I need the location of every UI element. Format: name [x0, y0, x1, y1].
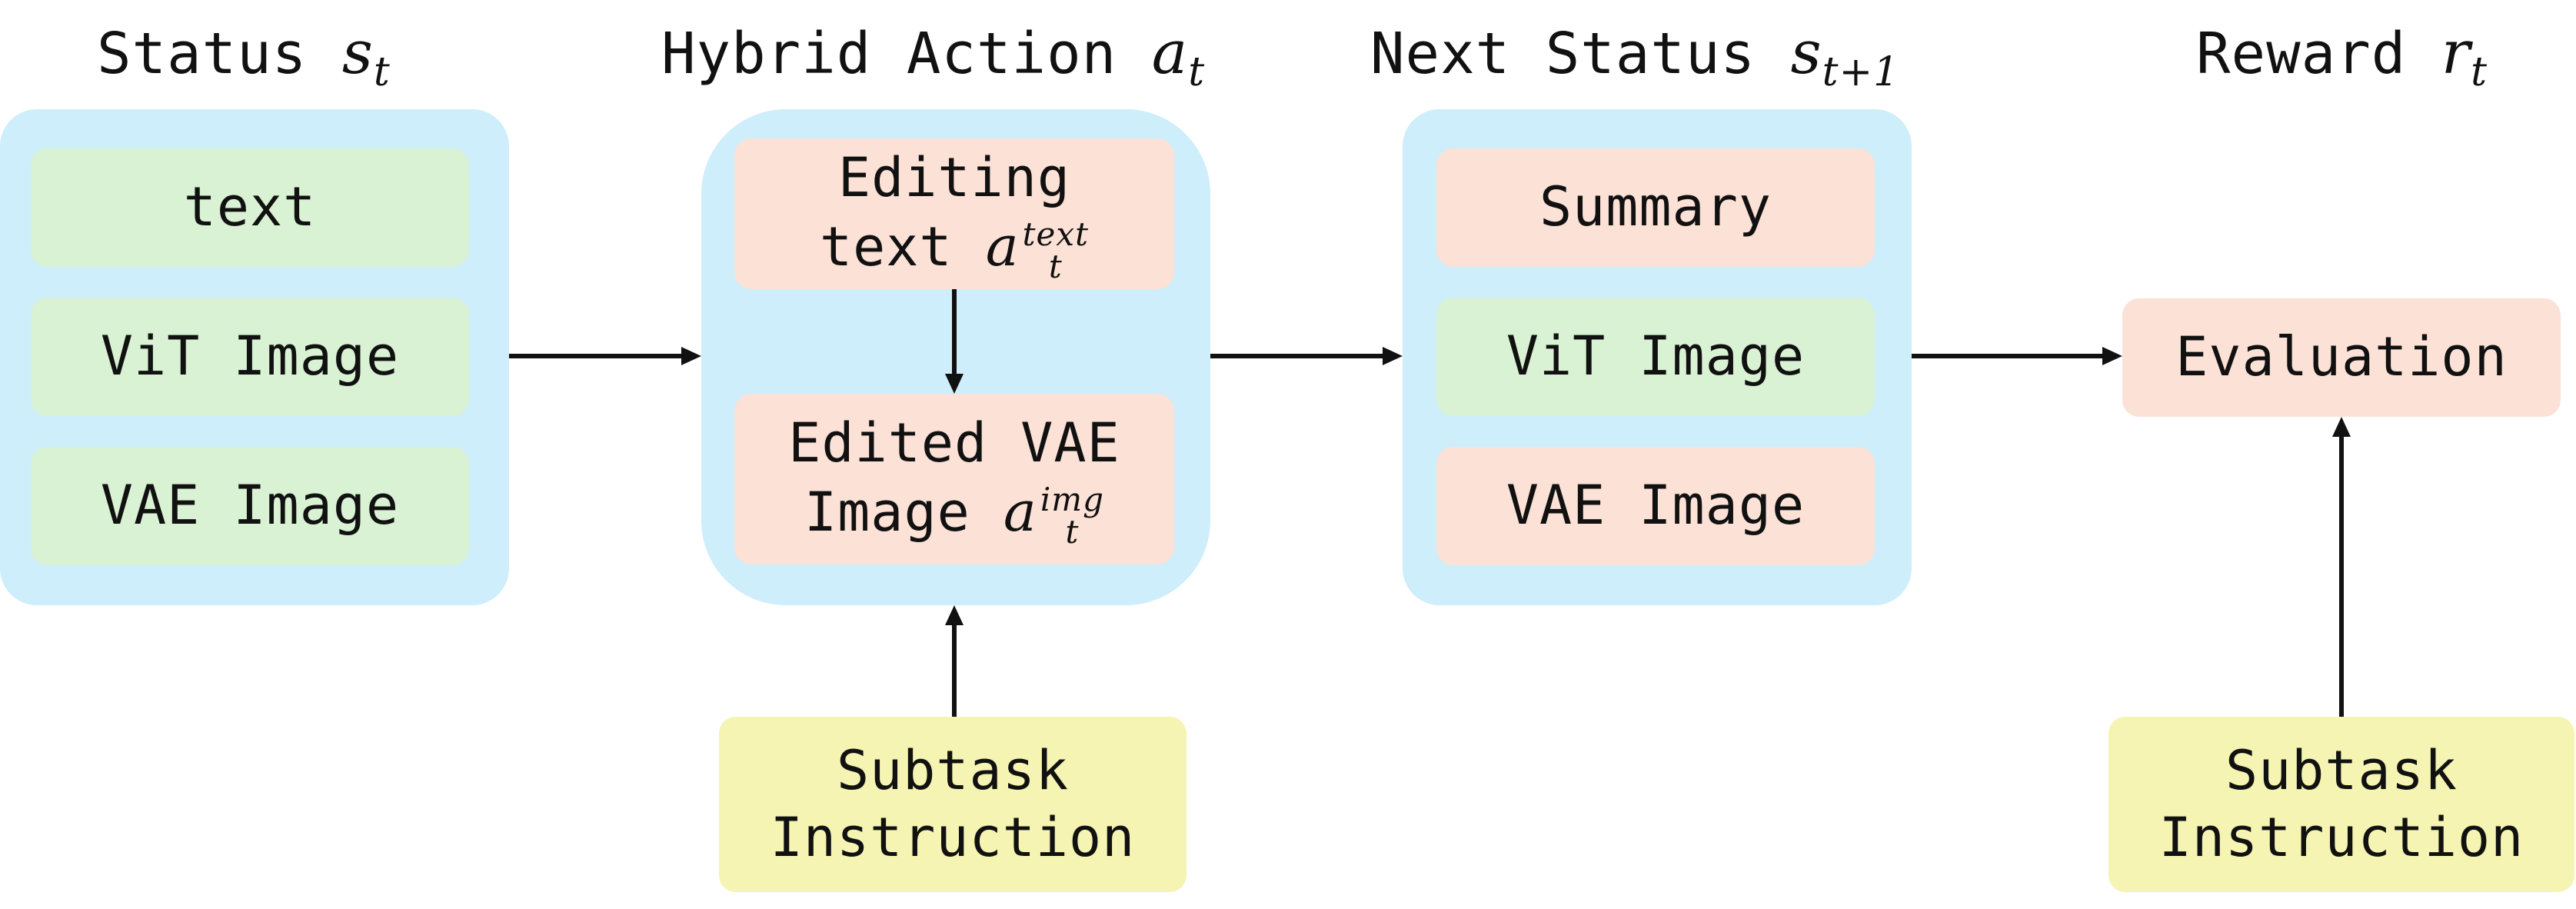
status-heading: Status st [97, 23, 391, 92]
next-summary-box: Summary [1436, 148, 1875, 267]
subtask-instruction-reward-line1: Subtask [2225, 738, 2458, 802]
status-vit-image-box: ViT Image [31, 298, 469, 416]
subtask-instruction-action-line2: Instruction [770, 806, 1136, 869]
next-summary-label: Summary [1539, 175, 1772, 239]
next-vit-image-label: ViT Image [1506, 325, 1806, 388]
next-status-heading-symbol: s [1790, 18, 1822, 88]
arrowhead-status-to-action [681, 347, 701, 365]
hybrid-action-heading-label: Hybrid Action [661, 21, 1117, 87]
arrowhead-instruction-to-action [945, 605, 964, 625]
status-vae-image-box: VAE Image [31, 447, 469, 565]
editing-text-line1: Editing [837, 145, 1070, 209]
status-heading-subscript: t [373, 49, 391, 95]
reward-heading-symbol: r [2441, 18, 2471, 88]
status-heading-label: Status [97, 21, 308, 87]
hybrid-action-heading: Hybrid Action at [661, 23, 1205, 92]
evaluation-box: Evaluation [2122, 298, 2561, 417]
next-vit-image-box: ViT Image [1436, 298, 1875, 416]
editing-text-symbol: a [985, 214, 1020, 279]
hybrid-action-heading-subscript: t [1188, 49, 1206, 95]
editing-text-line2: text [820, 215, 953, 279]
subtask-instruction-action-line1: Subtask [836, 738, 1069, 802]
status-text-label: text [183, 175, 317, 239]
edited-vae-symbol: a [1003, 479, 1037, 544]
editing-text-subscript: t [1048, 248, 1063, 286]
next-vae-image-label: VAE Image [1506, 474, 1806, 538]
status-heading-symbol: s [341, 18, 374, 88]
reward-heading: Reward rt [2196, 23, 2488, 92]
reward-heading-subscript: t [2471, 49, 2488, 95]
arrowhead-action-to-next-status [1383, 347, 1403, 365]
next-vae-image-box: VAE Image [1436, 447, 1875, 565]
subtask-instruction-action-box: Subtask Instruction [719, 717, 1186, 892]
arrowhead-next-status-to-evaluation [2102, 347, 2122, 365]
editing-text-superscript: text [1022, 215, 1089, 254]
edited-vae-line1: Edited VAE [788, 411, 1120, 474]
status-vae-image-label: VAE Image [100, 474, 400, 538]
subtask-instruction-reward-box: Subtask Instruction [2108, 717, 2574, 892]
status-vit-image-label: ViT Image [100, 325, 400, 388]
edited-vae-subscript: t [1065, 513, 1080, 551]
arrowhead-instruction-to-evaluation [2332, 417, 2351, 437]
reward-heading-label: Reward [2196, 21, 2407, 87]
edited-vae-line2: Image [804, 481, 970, 544]
next-status-heading: Next Status st+1 [1370, 23, 1899, 92]
hybrid-action-heading-symbol: a [1151, 18, 1189, 88]
next-status-heading-label: Next Status [1370, 21, 1756, 87]
subtask-instruction-reward-line2: Instruction [2158, 806, 2524, 869]
arrowhead-editing-to-edited [945, 374, 964, 394]
evaluation-label: Evaluation [2175, 325, 2508, 389]
edited-vae-superscript: img [1040, 481, 1104, 519]
next-status-heading-subscript: t+1 [1822, 49, 1900, 95]
status-text-box: text [31, 148, 469, 267]
